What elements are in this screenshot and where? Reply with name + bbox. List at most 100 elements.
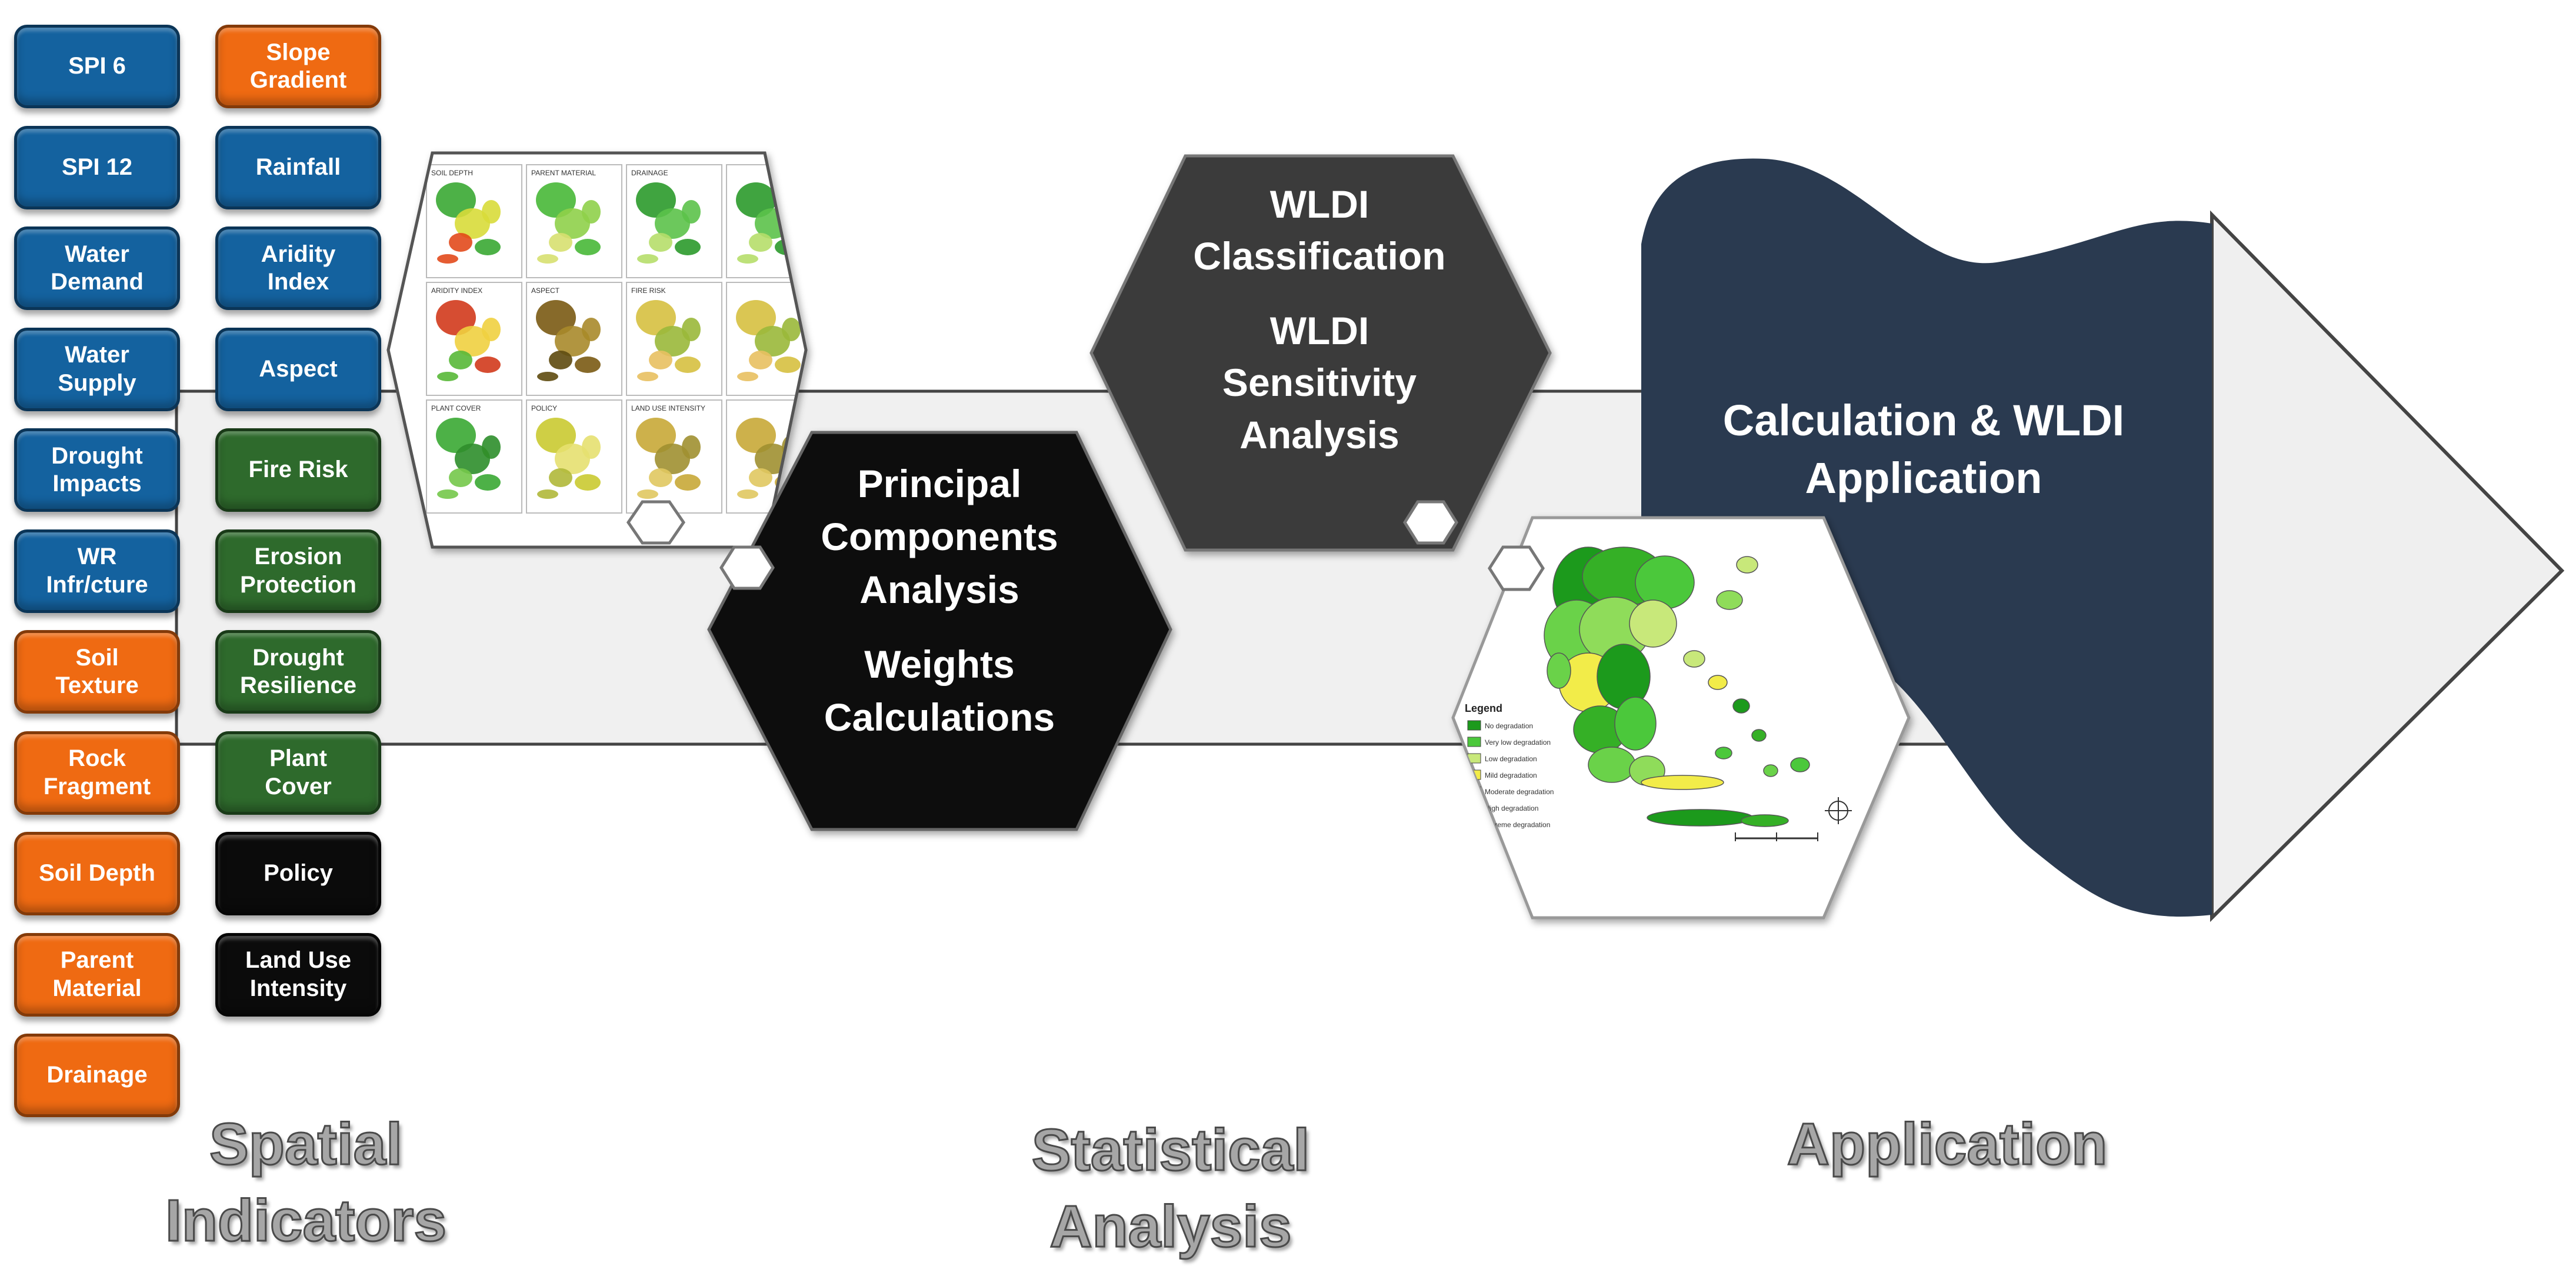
map-landmass — [649, 233, 672, 252]
map-landmass — [536, 418, 576, 453]
pca-hexagon: Principal Components Analysis Weights Ca… — [707, 431, 1172, 831]
map-thumbnail-title: FIRE RISK — [631, 286, 666, 295]
indicator-policy: Policy — [215, 832, 381, 915]
map-landmass — [436, 182, 476, 218]
map-landmass — [475, 357, 501, 373]
map-thumbnail-title: SOIL DEPTH — [431, 169, 473, 177]
map-landmass — [775, 357, 801, 373]
stage-label-spatial: Spatial Indicators — [165, 1111, 448, 1255]
map-landmass — [655, 444, 690, 474]
map-landmass — [649, 468, 672, 487]
map-landmass — [575, 239, 601, 255]
wldi-line-1: WLDI — [1270, 182, 1369, 226]
map-landmass — [682, 435, 701, 459]
map-landmass — [482, 435, 501, 459]
map-thumbnail-title: ARIDITY INDEX — [431, 286, 482, 295]
map-landmass — [537, 254, 558, 264]
greece-landmass — [1683, 650, 1705, 668]
map-landmass — [675, 357, 701, 373]
legend-label: Extreme degradation — [1485, 821, 1550, 829]
map-landmass — [437, 489, 458, 499]
map-landmass — [436, 300, 476, 335]
map-landmass — [582, 435, 601, 459]
map-landmass — [475, 239, 501, 255]
indicator-aridity-index: Aridity Index — [215, 226, 381, 310]
map-landmass — [737, 489, 758, 499]
map-landmass — [575, 357, 601, 373]
application-shape — [1641, 158, 2212, 917]
map-landmass — [475, 474, 501, 491]
map-landmass — [737, 372, 758, 381]
map-landmass — [549, 233, 572, 252]
map-landmass — [775, 239, 801, 255]
map-landmass — [555, 326, 590, 357]
map-thumbnail-title: POLICY — [531, 404, 557, 412]
indicator-rainfall: Rainfall — [215, 125, 381, 209]
map-landmass — [675, 474, 701, 491]
indicator-spi-12: SPI 12 — [14, 125, 180, 209]
indicator-plant-cover: Plant Cover — [215, 731, 381, 815]
indicator-soil-depth: Soil Depth — [14, 832, 180, 915]
indicator-erosion-protection: Erosion Protection — [215, 529, 381, 613]
greece-landmass — [1715, 747, 1732, 759]
legend-swatch — [1467, 819, 1481, 829]
map-landmass — [675, 239, 701, 255]
indicator-drought-resilience: Drought Resilience — [215, 630, 381, 714]
pca-line-3: Analysis — [859, 568, 1019, 611]
indicator-drainage: Drainage — [14, 1034, 180, 1117]
map-landmass — [537, 372, 558, 381]
indicator-rock-fragment: Rock Fragment — [14, 731, 180, 815]
map-landmass — [482, 200, 501, 224]
wldi-line-2: Classification — [1193, 234, 1445, 278]
legend-label: Moderate degradation — [1485, 788, 1554, 796]
greece-landmass — [1588, 747, 1636, 783]
indicator-spi-6: SPI 6 — [14, 25, 180, 108]
application-line-2: Application — [1805, 454, 2042, 502]
indicator-fire-risk: Fire Risk — [215, 428, 381, 512]
greece-landmass — [1741, 814, 1789, 827]
scale-bar — [1735, 832, 1818, 841]
map-thumbnail-title: PLANT COVER — [431, 404, 481, 412]
small-hexagon-greece — [1488, 545, 1545, 591]
map-landmass — [636, 182, 676, 218]
indicator-drought-impacts: Drought Impacts — [14, 428, 180, 512]
wldi-line-4: Sensitivity — [1222, 361, 1417, 404]
map-landmass — [582, 318, 601, 341]
map-thumbnail-title: PARENT MATERIAL — [531, 169, 596, 177]
greece-landmass — [1641, 775, 1724, 790]
indicator-slope-gradient: Slope Gradient — [215, 25, 381, 108]
legend-swatch — [1467, 786, 1481, 797]
greece-landmass — [1614, 697, 1657, 751]
map-landmass — [782, 200, 801, 224]
map-landmass — [755, 326, 790, 357]
map-landmass — [655, 326, 690, 357]
greece-landmass — [1736, 556, 1758, 574]
indicator-aspect: Aspect — [215, 327, 381, 411]
map-landmass — [449, 233, 472, 252]
stage-label-application: Application — [1786, 1111, 2108, 1178]
map-landmass — [549, 468, 572, 487]
map-landmass — [536, 300, 576, 335]
map-landmass — [555, 208, 590, 239]
greece-landmass — [1732, 698, 1750, 714]
indicator-water-demand: Water Demand — [14, 226, 180, 310]
wldi-line-3: WLDI — [1270, 309, 1369, 352]
indicator-soil-texture: Soil Texture — [14, 630, 180, 714]
small-hexagon-wldi — [1403, 500, 1458, 545]
greece-landmass — [1635, 555, 1695, 609]
map-landmass — [782, 318, 801, 341]
indicator-water-supply: Water Supply — [14, 327, 180, 411]
maps-hexagon: SOIL DEPTH PARENT MATERIAL DRAINAGE ARIDITY… — [386, 151, 808, 549]
map-landmass — [655, 208, 690, 239]
map-landmass — [455, 208, 490, 239]
legend-label: Very low degradation — [1485, 738, 1551, 747]
indicator-wr-infr-cture: WR Infr/cture — [14, 529, 180, 613]
wldi-line-5: Analysis — [1239, 413, 1399, 457]
map-landmass — [537, 489, 558, 499]
small-hexagon-pca — [719, 545, 775, 590]
map-landmass — [482, 318, 501, 341]
legend-title: Legend — [1465, 702, 1502, 714]
map-thumbnail-title: DRAINAGE — [631, 169, 668, 177]
